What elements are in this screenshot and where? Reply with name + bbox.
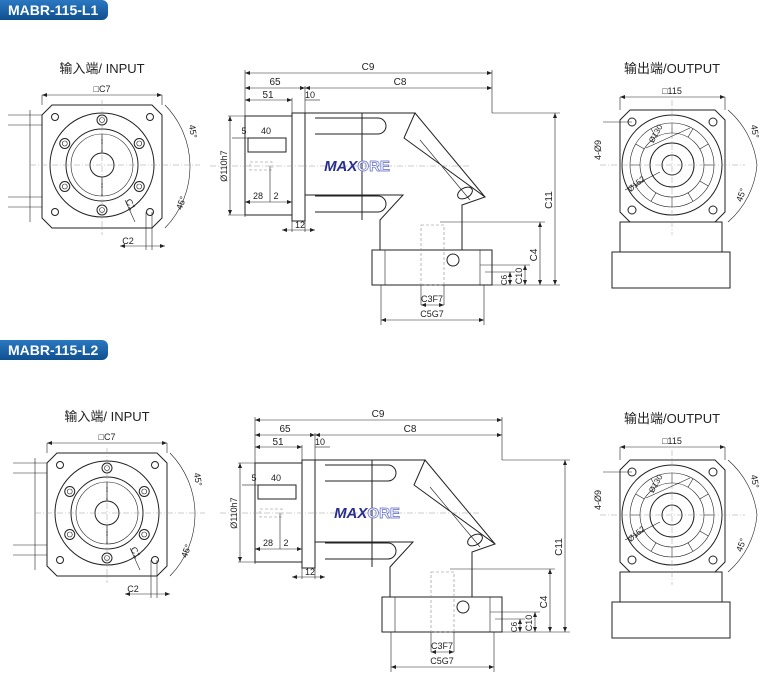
dim-c10: C10	[524, 615, 534, 632]
dim-28: 28	[253, 191, 263, 201]
dim-angle-45: 45°	[734, 186, 748, 203]
dim-angle-45: 45°	[187, 124, 199, 140]
model-badge: MABR-115-L1	[0, 0, 108, 20]
dim-angle-45: 45°	[749, 474, 760, 490]
dim-40: 40	[271, 473, 281, 483]
dim-c6: C6	[500, 274, 509, 285]
mount-hole	[627, 205, 637, 215]
output-title: 输出端/OUTPUT	[624, 411, 720, 426]
output-flange	[381, 596, 503, 633]
output-flange	[371, 249, 493, 286]
brand-logo: MAXORE	[334, 505, 400, 522]
dim-130: Ø130	[647, 123, 665, 145]
dim-40: 40	[261, 126, 271, 136]
dim-c2: C2	[122, 236, 134, 246]
mount-hole	[708, 117, 718, 127]
mount-hole	[51, 113, 59, 121]
dim-c9: C9	[372, 409, 385, 420]
dim-51: 51	[262, 90, 274, 101]
dim-115: □115	[662, 86, 682, 96]
dim-angle-45: 45°	[749, 124, 760, 140]
dim-c2: C2	[127, 584, 139, 594]
mount-hole	[146, 208, 154, 216]
dim-c3: C3F7	[431, 641, 453, 651]
mount-hole	[56, 556, 64, 564]
mount-hole	[708, 467, 718, 477]
dim-2: 2	[273, 191, 278, 201]
mount-hole	[627, 555, 637, 565]
dim-c11: C11	[544, 191, 555, 209]
dim-130: Ø130	[647, 473, 665, 495]
dim-152: Ø152	[626, 174, 647, 194]
dim-2: 2	[283, 538, 288, 548]
dim-5: 5	[241, 126, 246, 136]
dim-c4: C4	[539, 595, 550, 608]
dim-115: □115	[662, 436, 682, 446]
dim-65: 65	[279, 424, 291, 435]
mount-hole	[146, 113, 154, 121]
dim-4-holes: 4-Ø9	[593, 490, 603, 510]
dim-10: 10	[305, 90, 315, 100]
dim-c5: C5G7	[430, 656, 454, 666]
dim-c4: C4	[529, 248, 540, 261]
dim-12: 12	[305, 567, 315, 577]
dim-51: 51	[272, 437, 284, 448]
dim-angle-45: 45°	[192, 472, 204, 488]
dim-65: 65	[269, 77, 281, 88]
mount-hole	[708, 205, 718, 215]
dim-c1: C1	[128, 545, 142, 560]
dim-angle-45: 45°	[174, 194, 188, 211]
dim-c7: □C7	[99, 432, 116, 442]
dim-c11: C11	[554, 538, 565, 556]
dim-12: 12	[295, 220, 305, 230]
dim-c8: C8	[394, 77, 407, 88]
model-badge: MABR-115-L2	[0, 340, 108, 360]
dim-c1: C1	[123, 197, 137, 212]
dim-5: 5	[251, 473, 256, 483]
dim-c7: □C7	[94, 84, 111, 94]
brand-logo: MAXORE	[324, 158, 390, 175]
mount-hole	[151, 461, 159, 469]
dim-28: 28	[263, 538, 273, 548]
output-title: 输出端/OUTPUT	[624, 61, 720, 76]
dim-c8: C8	[404, 424, 417, 435]
dim-c6: C6	[510, 621, 519, 632]
mount-hole	[51, 208, 59, 216]
dim-c10: C10	[514, 268, 524, 285]
input-title: 输入端/ INPUT	[64, 409, 149, 424]
dim-angle-45: 45°	[179, 542, 193, 559]
mount-hole	[151, 556, 159, 564]
dim-c3: C3F7	[421, 294, 443, 304]
dim-angle-45: 45°	[734, 536, 748, 553]
dim-152: Ø152	[626, 524, 647, 544]
dim-10: 10	[315, 437, 325, 447]
dim-c5: C5G7	[420, 309, 444, 319]
dim-4-holes: 4-Ø9	[593, 140, 603, 160]
mount-hole	[708, 555, 718, 565]
input-title: 输入端/ INPUT	[59, 61, 144, 76]
dim-c9: C9	[362, 62, 375, 73]
mount-hole	[56, 461, 64, 469]
